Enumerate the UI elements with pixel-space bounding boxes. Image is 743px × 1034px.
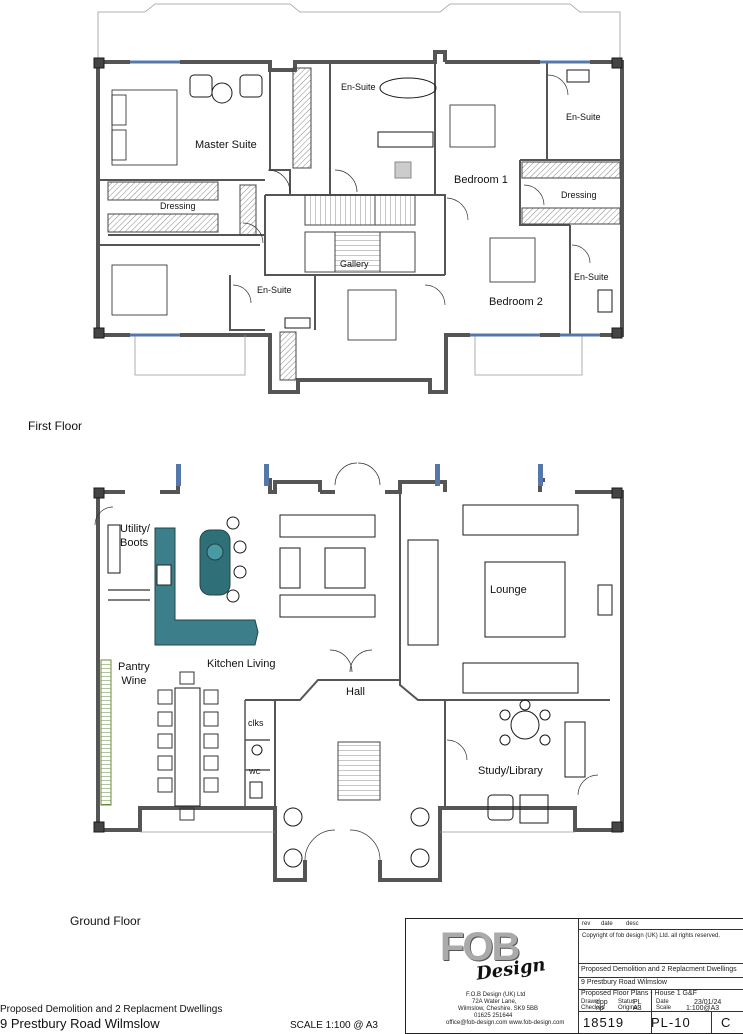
room-label-wc: WC	[249, 769, 261, 776]
room-label-bedroom-1: Bedroom 1	[454, 174, 508, 186]
tb-drawing-title: Proposed Floor Plans - House 1 G&F	[581, 990, 697, 997]
first-floor-plan	[93, 3, 624, 394]
logo-fob: FOB	[440, 925, 520, 969]
room-label-gallery: Gallery	[340, 259, 369, 269]
room-label-bedroom-2: Bedroom 2	[489, 296, 543, 308]
original-value: A3	[633, 1005, 642, 1012]
drawing-number: PL-10	[651, 1015, 691, 1030]
company-address-2: Wilmslow, Cheshire. SK9 5BB	[458, 1006, 539, 1012]
ground-floor-plan	[93, 462, 624, 882]
footer-project-title: Proposed Demolition and 2 Replacment Dwe…	[0, 1004, 223, 1015]
room-label-en-suite-bed2: En-Suite	[574, 272, 609, 282]
date-value: 23/01/24	[694, 999, 722, 1006]
room-label-clks: clks	[248, 718, 264, 728]
room-label-dressing-right: Dressing	[561, 190, 597, 200]
company-logo: FOB Design	[434, 925, 554, 985]
room-label-kitchen-living: Kitchen Living	[207, 658, 276, 670]
footer-scale: SCALE 1:100 @ A3	[290, 1020, 378, 1031]
ground-floor-title: Ground Floor	[70, 914, 141, 928]
room-label-en-suite-right: En-Suite	[566, 112, 601, 122]
company-web: office@fob-design.com www.fob-design.com	[446, 1020, 565, 1026]
first-floor-title: First Floor	[28, 419, 82, 433]
copyright-text: Copyright of fob design (UK) Ltd. all ri…	[582, 933, 721, 939]
company-name: F.O.B Design (UK) Ltd	[466, 992, 526, 998]
title-block: rev date desc Copyright of fob design (U…	[405, 918, 743, 1034]
room-label-en-suite-top: En-Suite	[341, 82, 376, 92]
drawn-value: dpp	[596, 999, 608, 1006]
rev-header-desc: desc	[626, 921, 639, 927]
scale-label: Scale	[656, 1005, 672, 1011]
company-phone: 01625 251644	[474, 1013, 513, 1019]
room-label-dressing-left: Dressing	[160, 201, 196, 211]
room-label-pantry-wine: Pantry Wine	[118, 661, 150, 687]
revision-letter: C	[721, 1015, 732, 1030]
rev-header-date: date	[601, 921, 613, 927]
footer-address: 9 Prestbury Road Wilmslow	[0, 1016, 160, 1031]
scale-value: 1:100@A3	[686, 1005, 720, 1012]
checked-value: np	[596, 1005, 604, 1012]
room-label-master-suite: Master Suite	[195, 139, 257, 151]
original-label: Original	[618, 1005, 639, 1011]
company-address-1: 72A Water Lane,	[472, 999, 517, 1005]
status-value: PL	[633, 999, 642, 1006]
room-label-en-suite-mid: En-Suite	[257, 285, 292, 295]
room-label-utility-boots: Utility/ Boots	[120, 523, 150, 549]
room-label-study-library: Study/Library	[478, 765, 543, 777]
status-label: Status	[618, 999, 636, 1005]
job-number: 18519	[583, 1015, 625, 1030]
room-label-lounge: Lounge	[490, 584, 527, 596]
checked-label: Checked	[581, 1005, 605, 1011]
room-label-hall: Hall	[346, 686, 365, 698]
date-label: Date	[656, 999, 669, 1005]
rev-header-rev: rev	[582, 921, 591, 927]
tb-project-title: Proposed Demolition and 2 Replacment Dwe…	[581, 966, 737, 973]
drawn-label: Drawn	[581, 999, 599, 1005]
tb-address: 9 Prestbury Road Wilmslow	[581, 979, 667, 986]
